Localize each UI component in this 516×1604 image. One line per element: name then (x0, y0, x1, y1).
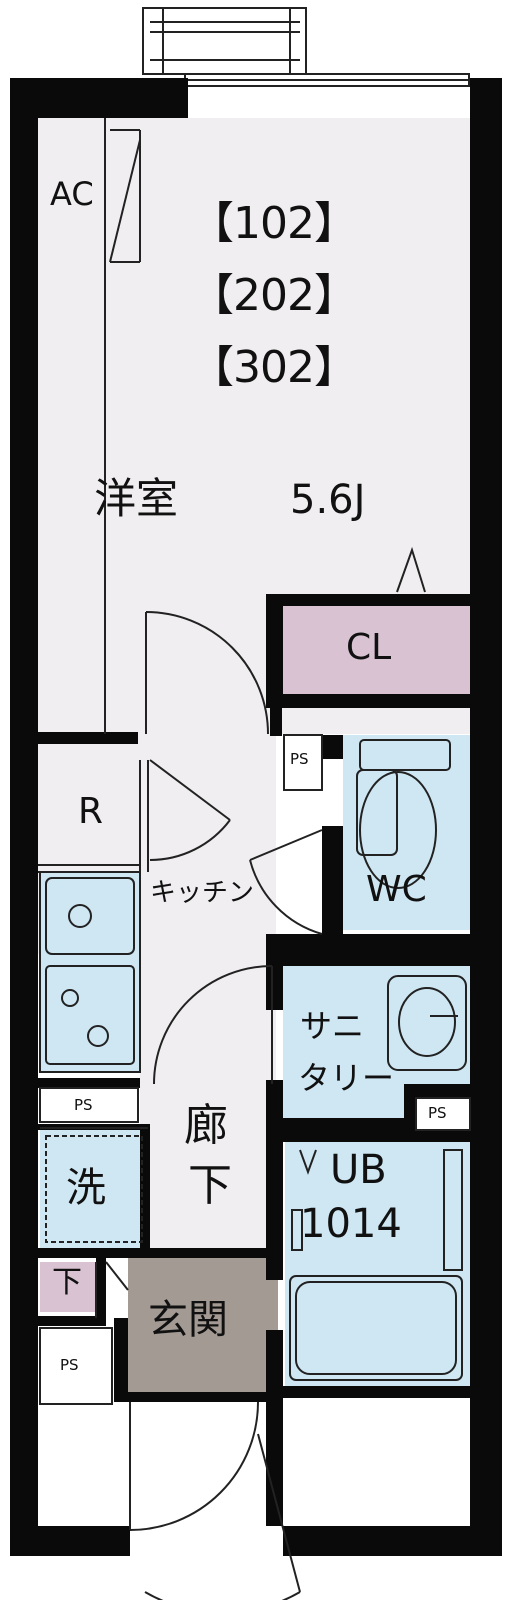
closet-door-symbol (396, 546, 426, 593)
ps-boxes (39, 734, 471, 1405)
sanitary-sink (387, 975, 467, 1071)
washer-area (40, 1128, 148, 1248)
corridor-floor (140, 954, 276, 1254)
sanitary-label-line1: サニ (300, 1007, 365, 1045)
ps-label: PS (60, 1356, 79, 1374)
sanitary-label-line2: タリー (298, 1059, 395, 1097)
western-room-label: 洋室 (94, 474, 179, 523)
bath-label-line2: 1014 (300, 1201, 402, 1247)
balcony (142, 7, 470, 87)
outer-walls (10, 78, 502, 1556)
kitchen-label: キッチン (150, 878, 255, 908)
ps-label: PS (290, 750, 309, 768)
ps-label: PS (428, 1104, 447, 1122)
unit-numbers: 【102】【202】【302】 (190, 188, 358, 404)
corridor-label-line2: 下 (188, 1160, 232, 1211)
unit-number: 【202】 (190, 270, 358, 321)
toilet-label: WC (366, 869, 427, 910)
kitchen-counter (39, 871, 141, 1073)
bath-fixtures (289, 1149, 463, 1381)
entrance-floor (128, 1256, 278, 1392)
ps-label: PS (74, 1096, 93, 1114)
bath-area (285, 1142, 470, 1386)
fridge-label: R (78, 791, 104, 832)
unit-number: 【302】 (190, 342, 358, 393)
toilet-fixture (356, 739, 451, 889)
ac-unit (109, 129, 141, 263)
washer-label: 洗 (66, 1165, 106, 1211)
shoe-storage-label: 下 (52, 1265, 82, 1300)
shoe-storage-area (40, 1262, 96, 1312)
closet-area (283, 606, 470, 696)
bath-label-line1: UB (330, 1147, 387, 1193)
area-label: 5.6J (290, 477, 366, 523)
corridor-label-line1: 廊 (184, 1100, 228, 1151)
washer-machine (45, 1135, 143, 1243)
entrance-label: 玄関 (148, 1297, 228, 1343)
interior-walls (10, 594, 470, 1526)
ac-label: AC (50, 175, 94, 213)
unit-number: 【102】 (190, 198, 358, 249)
closet-label: CL (346, 627, 392, 668)
